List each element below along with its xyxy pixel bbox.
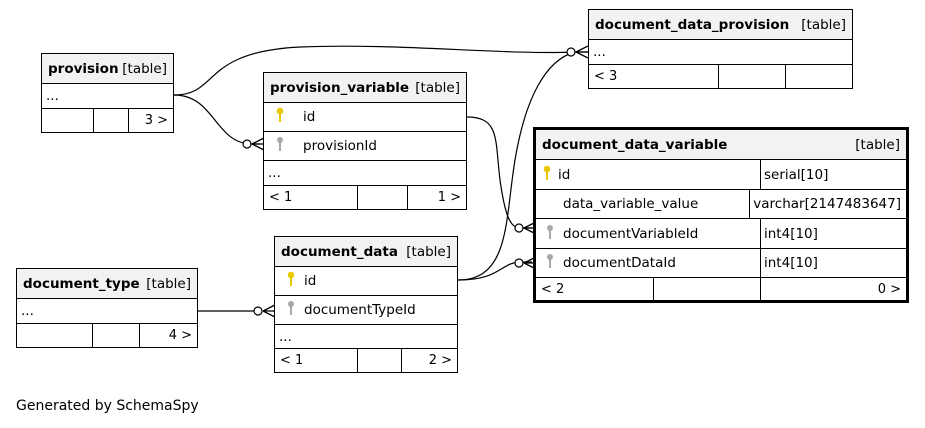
column-row: documentVariableId int4[10] xyxy=(536,218,906,248)
table-header: document_data_provision [table] xyxy=(589,10,852,39)
column-name: documentVariableId xyxy=(563,225,699,242)
table-footer: 4 > xyxy=(17,323,197,347)
column-row: id serial[10] xyxy=(536,159,906,189)
parent-count: < 2 xyxy=(541,281,565,297)
parent-count: < 1 xyxy=(280,353,304,368)
column-count xyxy=(653,278,760,300)
column-count xyxy=(357,349,401,372)
more-columns: ... xyxy=(42,83,173,108)
child-count: 3 > xyxy=(128,109,173,132)
parent-count: < 3 xyxy=(594,69,618,84)
column-name: id xyxy=(304,273,317,289)
column-row: id xyxy=(275,266,457,295)
column-name: id xyxy=(558,166,571,183)
table-header: provision [table] xyxy=(42,54,173,83)
table-header: provision_variable [table] xyxy=(264,73,466,102)
crows-foot xyxy=(575,45,589,59)
more-columns: ... xyxy=(275,324,457,348)
table-header: document_data_variable [table] xyxy=(536,130,906,159)
table-document-data-provision[interactable]: document_data_provision [table] ... < 3 xyxy=(588,9,853,89)
foreign-key-icon xyxy=(541,224,559,244)
primary-key-icon xyxy=(280,271,302,291)
table-provision-variable[interactable]: provision_variable [table] id provisionI… xyxy=(263,72,467,210)
table-provision[interactable]: provision [table] ... 3 > xyxy=(41,53,174,133)
child-count: 2 > xyxy=(401,349,457,372)
column-type: serial[10] xyxy=(760,160,906,189)
table-name: provision_variable xyxy=(270,79,410,96)
crows-foot xyxy=(251,137,265,151)
ellipsis-text: ... xyxy=(21,303,34,319)
column-name: documentDataId xyxy=(563,255,676,271)
crows-foot xyxy=(262,304,276,318)
relation-line xyxy=(173,45,576,96)
cardinality-circle xyxy=(566,47,576,57)
column-row: documentDataId int4[10] xyxy=(536,248,906,277)
table-footer: < 1 1 > xyxy=(264,185,466,209)
table-type: [table] xyxy=(122,60,167,77)
cardinality-circle xyxy=(242,139,252,149)
column-name: data_variable_value xyxy=(563,196,699,212)
table-footer: < 2 0 > xyxy=(536,277,906,300)
table-type: [table] xyxy=(146,275,191,292)
column-row: provisionId xyxy=(264,131,466,160)
foreign-key-icon xyxy=(280,300,302,320)
cardinality-circle xyxy=(514,258,524,268)
table-name: document_data_variable xyxy=(542,136,728,153)
table-footer: < 3 xyxy=(589,64,852,88)
table-type: [table] xyxy=(855,136,900,153)
column-type: int4[10] xyxy=(760,219,906,248)
column-name: id xyxy=(303,109,316,125)
generated-by-caption: Generated by SchemaSpy xyxy=(16,398,199,414)
column-name: provisionId xyxy=(303,138,377,154)
table-name: document_type xyxy=(23,275,140,292)
table-header: document_type [table] xyxy=(17,269,197,298)
column-count xyxy=(92,324,139,347)
relation-line xyxy=(173,94,260,145)
parent-count xyxy=(42,109,93,132)
ellipsis-text: ... xyxy=(279,328,292,345)
ellipsis-text: ... xyxy=(593,44,606,60)
table-document-data[interactable]: document_data [table] id documentTypeId … xyxy=(274,236,458,373)
more-columns: ... xyxy=(589,39,852,64)
column-row: documentTypeId xyxy=(275,295,457,324)
table-document-type[interactable]: document_type [table] ... 4 > xyxy=(16,268,198,348)
relation-line xyxy=(466,116,532,229)
table-name: document_data xyxy=(281,243,398,260)
parent-count xyxy=(17,324,92,347)
primary-key-icon xyxy=(541,165,553,185)
child-count xyxy=(785,65,852,88)
cardinality-circle xyxy=(253,306,263,316)
table-type: [table] xyxy=(415,79,460,96)
table-name: provision xyxy=(48,60,119,77)
column-count xyxy=(93,109,128,132)
child-count: 1 > xyxy=(407,186,466,209)
column-type: varchar[2147483647] xyxy=(749,190,906,218)
column-name: documentTypeId xyxy=(304,302,416,318)
table-document-data-variable[interactable]: document_data_variable [table] id serial… xyxy=(533,127,909,303)
table-footer: 3 > xyxy=(42,108,173,132)
child-count: 0 > xyxy=(760,278,906,300)
more-columns: ... xyxy=(264,160,466,185)
ellipsis-text: ... xyxy=(46,88,59,104)
ellipsis-text: ... xyxy=(268,165,281,181)
table-footer: < 1 2 > xyxy=(275,348,457,372)
column-row: id xyxy=(264,102,466,131)
parent-count: < 1 xyxy=(269,190,293,205)
primary-key-icon xyxy=(269,107,291,127)
column-type: int4[10] xyxy=(760,249,906,277)
more-columns: ... xyxy=(17,298,197,323)
table-type: [table] xyxy=(801,16,846,33)
foreign-key-icon xyxy=(541,253,559,273)
cardinality-circle xyxy=(514,223,524,233)
table-header: document_data [table] xyxy=(275,237,457,266)
relation-line xyxy=(457,51,588,281)
foreign-key-icon xyxy=(269,136,291,156)
child-count: 4 > xyxy=(139,324,197,347)
column-count xyxy=(357,186,407,209)
column-row: data_variable_value varchar[2147483647] xyxy=(536,189,906,218)
column-count xyxy=(718,65,785,88)
table-name: document_data_provision xyxy=(595,16,790,33)
table-type: [table] xyxy=(406,243,451,260)
